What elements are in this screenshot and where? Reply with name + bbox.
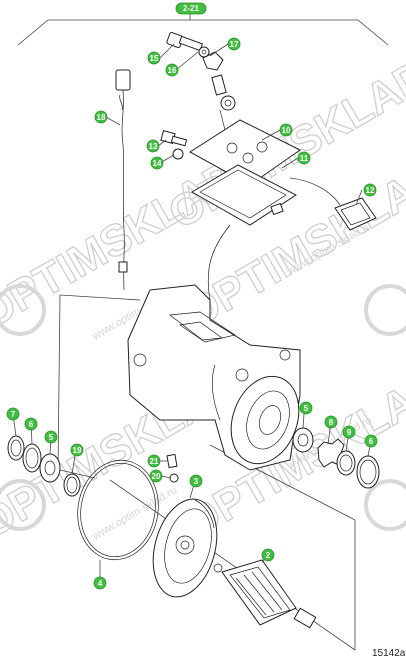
callout-6: 6 (24, 417, 38, 431)
callout-number: 6 (29, 420, 34, 429)
callout-badge-circle (94, 110, 108, 124)
assembly-frame-lines (57, 294, 356, 651)
callout-badge-circle (147, 51, 161, 65)
o-ring-part (77, 459, 159, 561)
callout-5: 5 (44, 430, 58, 444)
callout-badge-circle (189, 474, 203, 488)
callout-number: 8 (329, 418, 334, 427)
callout-18: 18 (94, 110, 108, 124)
callout-badge-circle (44, 430, 58, 444)
callout-badge-circle (146, 139, 160, 153)
callout-badge-circle (324, 415, 338, 429)
sensor-wire-part (115, 69, 131, 291)
callout-number: 6 (369, 437, 374, 446)
callout-number: 7 (11, 410, 16, 419)
callout-4: 4 (93, 576, 107, 590)
group-label: 2-21 (175, 2, 207, 15)
assembly-arrow-curve (207, 224, 231, 301)
callout-number: 9 (347, 428, 352, 437)
callout-14: 14 (150, 156, 164, 170)
callout-number: 19 (73, 446, 82, 455)
callout-15: 15 (147, 51, 161, 65)
callout-7: 7 (6, 407, 20, 421)
callout-badge-circle (70, 443, 84, 457)
callout-number: 16 (168, 66, 177, 75)
bolt-group-mid (160, 130, 188, 160)
screw-part (166, 453, 179, 483)
callout-badge-circle (261, 548, 275, 562)
callout-number: 5 (304, 404, 309, 413)
motor-housing-part (127, 284, 301, 471)
callout-badge-circle (24, 417, 38, 431)
callout-number: 15 (150, 54, 159, 63)
callout-badge-circle (364, 434, 378, 448)
callout-8: 8 (324, 415, 338, 429)
callout-2: 2 (261, 548, 275, 562)
callout-badge-circle (279, 123, 293, 137)
group-bracket (17, 12, 389, 46)
callout-12: 12 (363, 183, 377, 197)
callout-badge-circle (299, 401, 313, 415)
callout-16: 16 (165, 63, 179, 77)
callout-19: 19 (70, 443, 84, 457)
callout-number: 14 (153, 159, 162, 168)
callout-badge-circle (363, 183, 377, 197)
callout-number: 4 (98, 579, 103, 588)
callout-badge-circle (165, 63, 179, 77)
callout-number: 3 (194, 477, 199, 486)
callout-5: 5 (299, 401, 313, 415)
callout-13: 13 (146, 139, 160, 153)
drawing-reference: 15142a (372, 648, 406, 659)
callout-badge-circle (6, 407, 20, 421)
callout-badge-circle (150, 156, 164, 170)
watermark-logo-ring (364, 284, 406, 336)
callout-badges: 15 16 17 18 13 14 10 11 12 7 6 5 19 5 8 9 6 21 20 3 4 2 (6, 37, 378, 590)
callout-number: 10 (282, 126, 291, 135)
callout-number: 18 (97, 113, 106, 122)
bolt-group-top (166, 32, 236, 131)
callout-number: 5 (49, 433, 54, 442)
callout-17: 17 (227, 37, 241, 51)
callout-20: 20 (149, 469, 163, 483)
callout-11: 11 (297, 151, 311, 165)
end-shield-part (152, 498, 218, 598)
cover-plate-part (189, 119, 301, 226)
group-label-text: 2-21 (183, 4, 200, 13)
callout-21: 21 (147, 454, 161, 468)
callout-number: 17 (230, 40, 239, 49)
label-plate-part (289, 177, 377, 231)
callout-badge-circle (342, 425, 356, 439)
watermark-logo-ring (364, 479, 406, 531)
callout-badge-circle (149, 469, 163, 483)
callout-6: 6 (364, 434, 378, 448)
callout-number: 21 (150, 457, 159, 466)
callout-badge-circle (147, 454, 161, 468)
callout-number: 2 (266, 551, 271, 560)
callout-3: 3 (189, 474, 203, 488)
armature-part (213, 559, 317, 629)
watermark-logo-ring (0, 479, 46, 531)
callout-10: 10 (279, 123, 293, 137)
callout-badge-circle (297, 151, 311, 165)
watermark-logo-ring (0, 284, 46, 336)
callout-number: 12 (366, 186, 375, 195)
callout-number: 11 (300, 154, 309, 163)
callout-number: 20 (152, 472, 161, 481)
callout-badge-circle (93, 576, 107, 590)
callout-number: 13 (149, 142, 158, 151)
callout-9: 9 (342, 425, 356, 439)
callout-badge-circle (227, 37, 241, 51)
